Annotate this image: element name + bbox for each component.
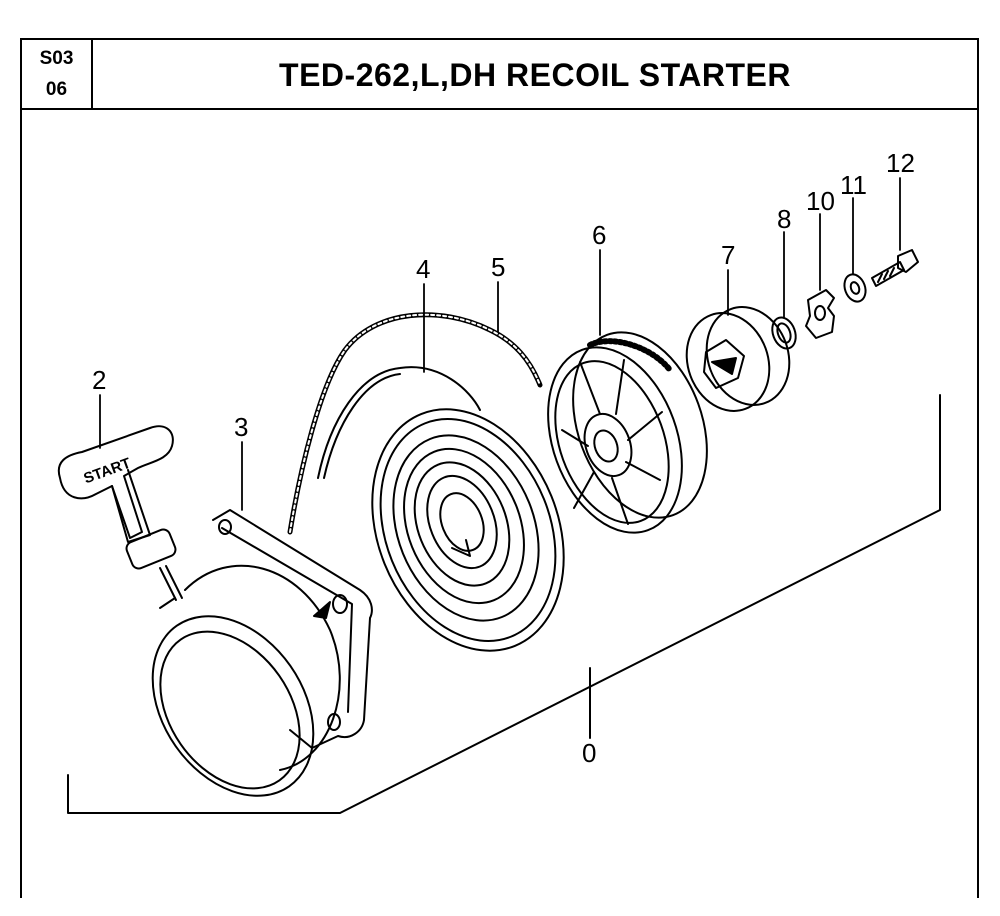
part-label-10: 10 [806, 186, 835, 216]
part-label-4: 4 [416, 254, 430, 284]
part-label-2: 2 [92, 365, 106, 395]
part-2-handle: START [57, 425, 183, 601]
part-8-ring [771, 316, 797, 350]
part-label-3: 3 [234, 412, 248, 442]
part-label-11: 11 [840, 170, 867, 200]
part-label-8: 8 [777, 204, 791, 234]
section-code-box: S03 06 [22, 40, 93, 108]
part-label-5: 5 [491, 252, 505, 282]
section-code: S03 [39, 48, 74, 69]
part-label-6: 6 [592, 220, 606, 250]
part-12-screw [871, 249, 919, 287]
page-title: TED-262,L,DH RECOIL STARTER [279, 56, 791, 93]
part-11-washer [843, 273, 867, 303]
part-5-rope [287, 312, 543, 535]
part-3-starter-case [151, 509, 373, 797]
part-4-recoil-spring [317, 366, 565, 652]
parts-sheet: S03 06 TED-262,L,DH RECOIL STARTER [20, 38, 979, 898]
page-code: 06 [45, 79, 68, 100]
sheet-header: S03 06 TED-262,L,DH RECOIL STARTER [22, 40, 977, 110]
part-6-reel [547, 331, 708, 534]
part-label-0: 0 [582, 738, 596, 768]
assembly-bracket [67, 394, 941, 814]
leader-lines [99, 177, 901, 511]
part-label-12: 12 [886, 148, 915, 178]
part-label-7: 7 [721, 240, 735, 270]
part-10-clip [805, 289, 835, 339]
